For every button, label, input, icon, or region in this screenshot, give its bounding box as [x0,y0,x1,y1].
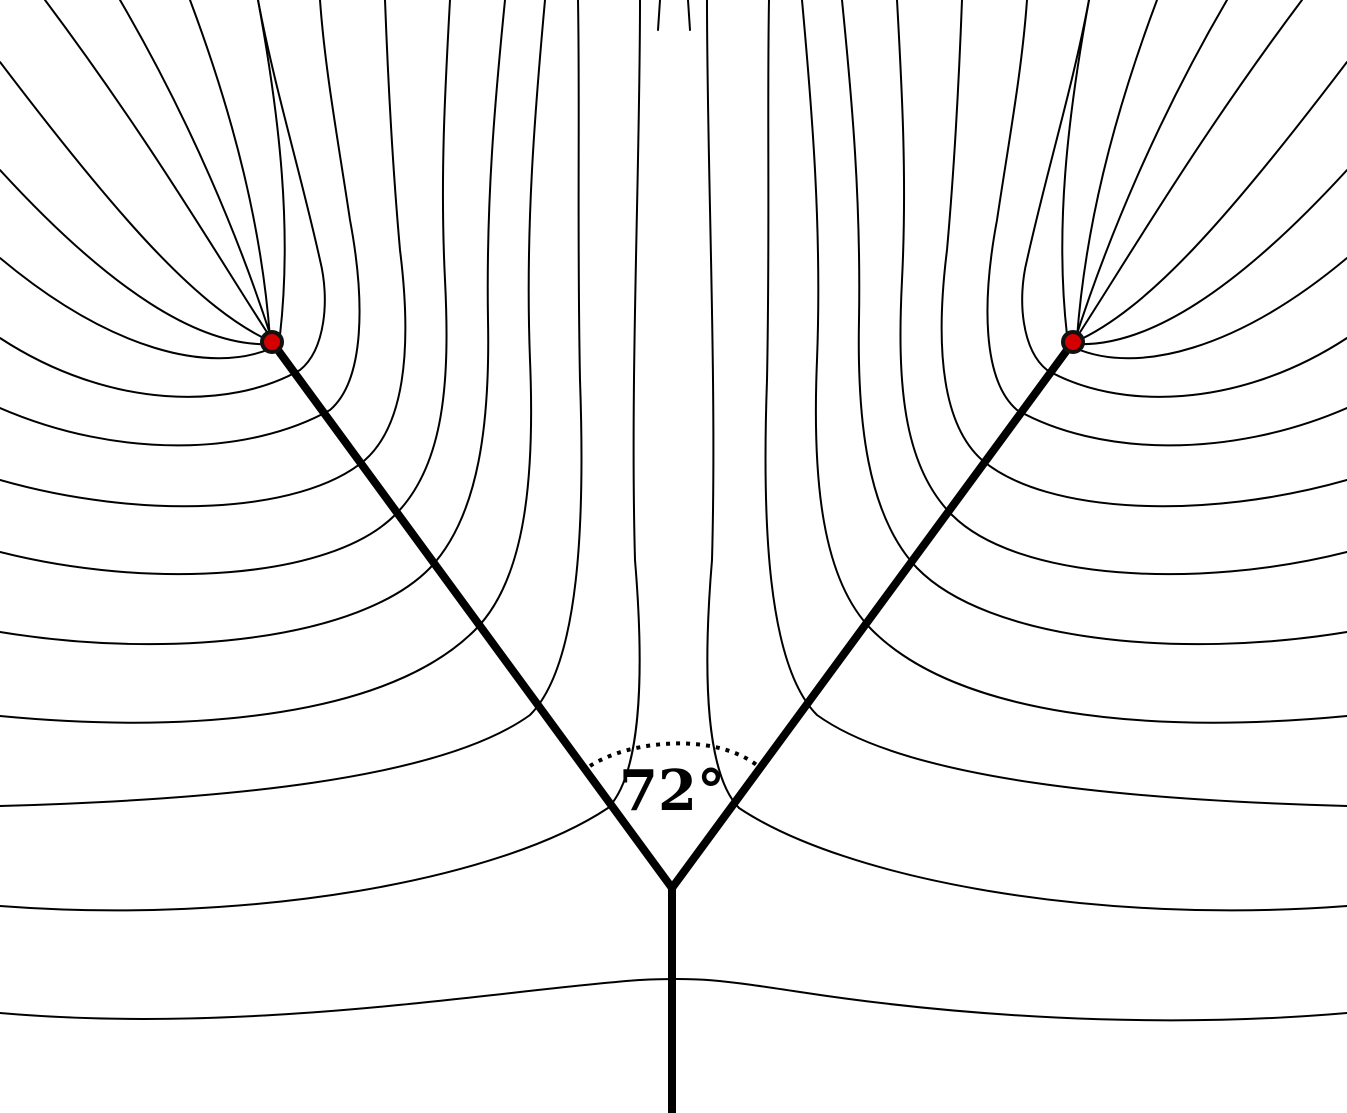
field-line [257,0,286,336]
field-line [1074,0,1303,341]
angle-label: 72° [619,758,725,824]
field-line [896,0,1347,576]
field-line [0,0,407,508]
field-line [1076,0,1158,339]
field-line [0,0,451,576]
field-line [0,257,273,360]
field-line [1074,0,1228,341]
field-line [1021,0,1347,398]
field-line [986,0,1347,447]
field-line [0,0,546,724]
left-tip-marker [260,330,284,354]
field-line [0,0,326,398]
field-line [189,0,271,339]
field-line [1074,61,1347,343]
field-line [1074,257,1347,360]
field-line [0,977,1347,1022]
y-branch [268,339,1077,1113]
field-line [0,61,273,343]
field-line [687,0,691,31]
field-line [0,0,361,447]
field-line [801,0,1347,724]
right-tip-marker [1061,330,1085,354]
field-line [706,0,1347,912]
field-line [0,0,583,807]
field-line [44,0,273,341]
field-line [0,0,506,646]
field-line [119,0,273,341]
field-line [0,169,273,346]
field-line [764,0,1347,807]
field-line [940,0,1347,508]
field-line [841,0,1347,646]
field-lines-right [706,0,1347,912]
field-line [657,0,661,31]
field-lines-left [0,0,641,912]
field-line [1061,0,1090,336]
field-line [0,0,641,912]
field-line [1074,169,1347,346]
